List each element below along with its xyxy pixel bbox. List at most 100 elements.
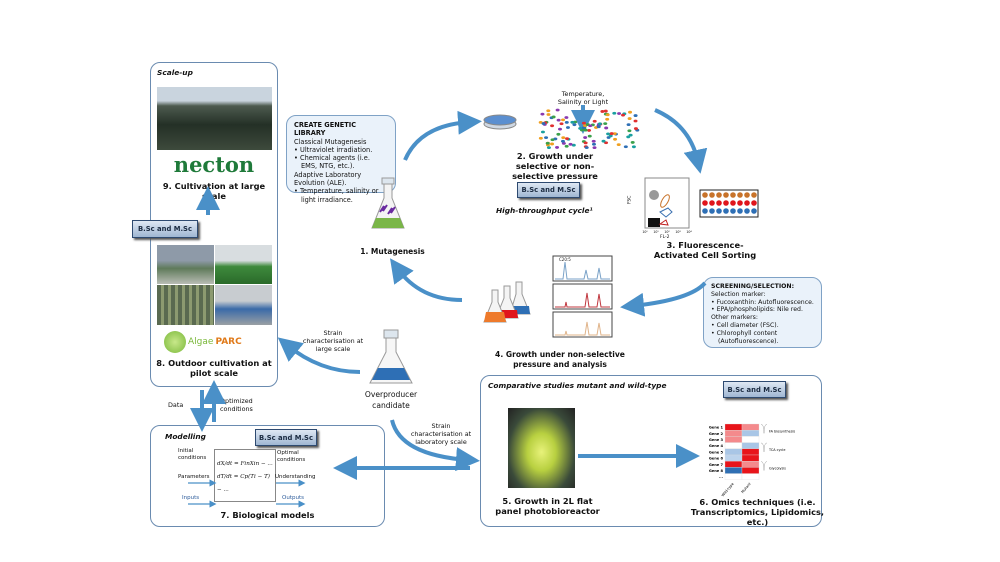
well-dot — [730, 200, 736, 206]
cell-dot — [582, 126, 587, 130]
cell-dot — [544, 136, 549, 140]
cell-dot — [626, 123, 631, 127]
well-dot — [730, 192, 736, 198]
step-8-title: 8. Outdoor cultivation at pilot scale — [156, 358, 272, 378]
well-dot — [709, 208, 715, 214]
well-dot — [744, 208, 750, 214]
equation-1: dX/dt = FinXin − ... — [217, 461, 273, 467]
cell-dot — [603, 112, 608, 116]
cell-dot — [612, 111, 617, 115]
cell-dot — [581, 140, 586, 143]
screening-line: Other markers: — [711, 314, 758, 322]
well-dot — [737, 192, 743, 198]
cell-dot — [538, 136, 543, 140]
output-understanding: Understanding — [275, 474, 316, 480]
strain-characterisation-large-label: Strain characterisation at large scale — [302, 329, 364, 353]
strain-characterisation-lab-label: Strain characterisation at laboratory sc… — [410, 422, 472, 446]
degree-badge: B.Sc and M.Sc — [723, 381, 786, 398]
cell-dot — [598, 122, 603, 126]
genetic-library-box: CREATE GENETIC LIBRARY Classical Mutagen… — [286, 115, 396, 204]
cell-dot — [566, 137, 571, 141]
necton-logo: necton — [173, 152, 255, 177]
degree-badge: B.Sc and M.Sc — [255, 429, 317, 446]
cell-dot — [591, 142, 596, 146]
arrow-analysis-to-mutagenesis — [389, 258, 463, 302]
well-dot — [709, 200, 715, 206]
well-dot — [751, 200, 757, 206]
cell-dot — [565, 126, 570, 129]
cell-dot — [556, 132, 561, 136]
pilot-photo-tubular — [215, 285, 272, 325]
cell-dot — [631, 145, 636, 149]
cell-dot — [583, 145, 588, 149]
cell-dot — [605, 117, 610, 121]
well-dot — [744, 192, 750, 198]
step-4-title: 4. Growth under non-selective pressure a… — [495, 350, 625, 369]
arrow-library-to-growth — [403, 110, 482, 161]
outputs-label: Outputs — [282, 495, 304, 501]
cell-dot — [596, 125, 601, 129]
cell-dot — [561, 141, 566, 145]
screening-line: Selection marker: — [711, 290, 766, 298]
well-dot — [737, 208, 743, 214]
well-dot — [709, 192, 715, 198]
cell-dot — [588, 124, 593, 128]
cell-dot — [596, 124, 601, 128]
cell-dot — [559, 122, 564, 126]
cell-dot — [546, 113, 551, 116]
optimized-conditions-label: Optimized conditions — [220, 397, 253, 413]
petri-dish-icon — [483, 114, 517, 130]
well-dot — [751, 208, 757, 214]
cell-dot — [628, 133, 633, 137]
cell-dot — [613, 132, 618, 136]
cell-dot — [596, 123, 601, 126]
cell-dot — [603, 109, 608, 113]
cell-dot — [606, 132, 611, 136]
well-dot — [730, 208, 736, 214]
genetic-library-item: Temperature, salinity or light irradianc… — [294, 187, 388, 204]
modelling-heading: Modelling — [165, 432, 206, 441]
cell-dot — [571, 143, 576, 147]
facs-tick: 10¹ — [653, 230, 659, 234]
comparative-studies-panel — [480, 375, 822, 527]
step-1-title: 1. Mutagenesis — [360, 247, 425, 256]
well-dot — [716, 200, 722, 206]
cell-dot — [538, 120, 543, 124]
pilot-photo-pond — [157, 245, 214, 284]
facs-x-axis: FL-2 — [660, 235, 670, 240]
cell-dot — [545, 143, 550, 147]
well-dot — [723, 200, 729, 206]
screening-item: Fucoxanthin: Autofluorescence. — [711, 299, 814, 307]
well-dot — [716, 192, 722, 198]
genetic-library-line: Adaptive Laboratory Evolution (ALE). — [294, 170, 362, 188]
chromatogram-peak-label: C20:5 — [559, 257, 571, 262]
output-optimal-conditions: Optimal conditions — [277, 450, 306, 463]
step-5-title: 5. Growth in 2L flat panel photobioreact… — [495, 496, 600, 516]
cell-dot — [572, 123, 577, 127]
well-dot — [723, 208, 729, 214]
cell-dot — [622, 112, 627, 116]
input-parameters: Parameters — [178, 474, 210, 480]
cell-dot — [549, 116, 554, 120]
screening-item: Chlorophyll content (Autofluorescence). — [711, 330, 814, 346]
degree-badge: B.Sc and M.Sc — [517, 182, 580, 198]
genetic-library-heading: CREATE GENETIC LIBRARY — [294, 121, 357, 138]
step-7-title: 7. Biological models — [220, 510, 315, 520]
cell-dot — [623, 145, 628, 149]
cell-dot — [583, 124, 588, 127]
cell-dot — [550, 124, 555, 128]
cell-dot — [587, 129, 592, 132]
cell-dot — [546, 146, 551, 150]
cell-dot — [591, 139, 596, 143]
cell-dot — [592, 119, 597, 123]
cell-dot — [594, 126, 599, 129]
large-scale-cultivation-photo — [157, 87, 272, 150]
well-dot — [723, 192, 729, 198]
screening-heading: SCREENING/SELECTION: — [711, 283, 795, 290]
well-dot — [702, 200, 708, 206]
cell-dot — [584, 146, 589, 150]
well-dot — [702, 192, 708, 198]
cell-dot — [627, 129, 632, 133]
equation-2: dT/dt = Cp(Ti − T) − ... — [217, 474, 270, 493]
sorted-well-plate — [699, 189, 759, 218]
